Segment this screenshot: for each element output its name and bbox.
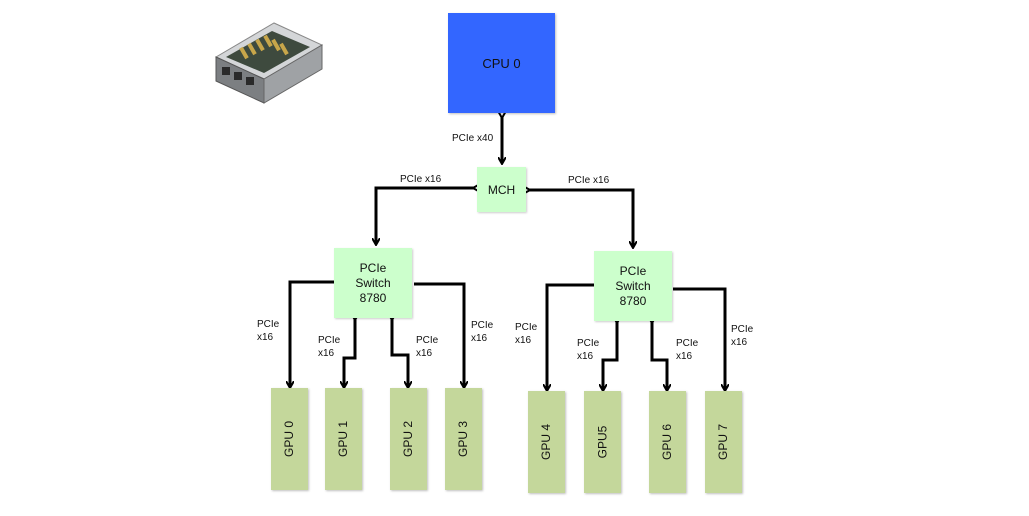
link-gpu7 (673, 287, 725, 390)
gpu-5-label: GPU5 (595, 425, 610, 459)
label-cpu-mch: PCIe x40 (452, 133, 494, 144)
link-mch-left-switch (376, 188, 474, 244)
label-mch-right: PCIe x16 (568, 175, 610, 186)
gpu-2-label: GPU 2 (401, 420, 416, 458)
gpu-7: GPU 7 (705, 391, 742, 493)
switch-right-line2: Switch (615, 278, 651, 293)
gpu-5: GPU5 (584, 391, 621, 493)
pcie-switch-left: PCIe Switch 8780 (334, 248, 412, 318)
link-gpu3 (414, 282, 464, 387)
label-mch-left: PCIe x16 (400, 174, 442, 185)
gpu-4: GPU 4 (528, 391, 565, 493)
gpu-3-label: GPU 3 (456, 420, 471, 458)
pcie-switch-right: PCIe Switch 8780 (594, 251, 672, 321)
gpu-1-label: GPU 1 (336, 420, 351, 458)
cpu-node: CPU 0 (448, 13, 555, 113)
gpu-6-label: GPU 6 (660, 423, 675, 461)
link-gpu4 (547, 283, 594, 390)
gpu-4-label: GPU 4 (539, 423, 554, 461)
link-mch-right-switch (529, 190, 633, 247)
link-gpu2 (392, 319, 408, 387)
gpu-3: GPU 3 (445, 388, 482, 490)
gpu-1: GPU 1 (325, 388, 362, 490)
gpu-7-label: GPU 7 (716, 423, 731, 461)
cpu-label: CPU 0 (482, 55, 521, 71)
server-chassis-icon (214, 22, 324, 104)
gpu-0-label: GPU 0 (282, 420, 297, 458)
switch-left-line2: Switch (355, 275, 391, 290)
gpu-2: GPU 2 (390, 388, 427, 490)
switch-left-line1: PCIe (359, 260, 387, 275)
switch-right-line1: PCIe (619, 263, 647, 278)
gpu-0: GPU 0 (271, 388, 308, 490)
link-gpu1 (344, 319, 355, 387)
gpu-6: GPU 6 (649, 391, 686, 493)
link-gpu5 (603, 322, 617, 390)
mch-label: MCH (487, 182, 516, 197)
switch-left-line3: 8780 (359, 290, 387, 305)
link-gpu6 (652, 322, 667, 390)
mch-node: MCH (477, 167, 526, 212)
link-gpu0 (290, 280, 336, 387)
switch-right-line3: 8780 (619, 293, 647, 308)
